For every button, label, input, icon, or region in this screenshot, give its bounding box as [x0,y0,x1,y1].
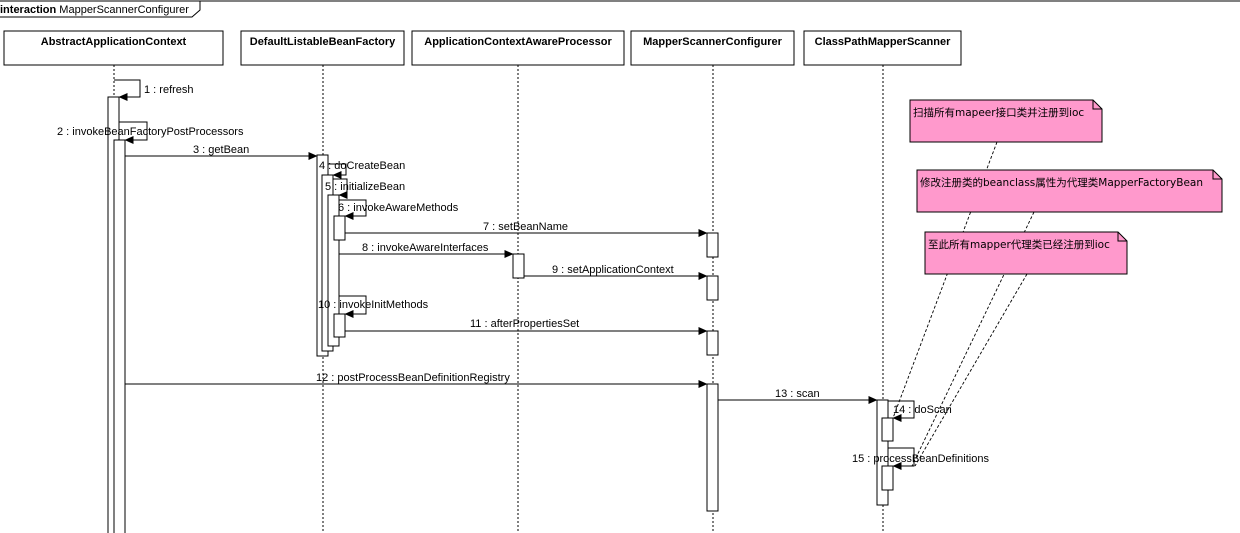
activation-bar [881,465,894,491]
message-arrows [114,79,915,470]
message-label-13: 13 : scan [775,388,820,400]
lifeline-class-path-mapper-scanner[interactable]: ClassPathMapperScanner [803,30,962,66]
note-2[interactable]: 修改注册类的beanclass属性为代理类MapperFactoryBean [916,169,1223,213]
message-labels: 1 : refresh 2 : invokeBeanFactoryPostPro… [57,84,989,465]
message-label-1: 1 : refresh [144,84,194,96]
activation-bar [706,232,719,258]
lifeline-mapper-scanner-configurer[interactable]: MapperScannerConfigurer [630,30,795,66]
activation-bar [327,194,340,347]
lifeline-label: ClassPathMapperScanner [815,36,951,48]
message-arrow-1 [114,79,141,101]
message-label-12: 12 : postProcessBeanDefinitionRegistry [316,372,510,384]
message-label-6: 6 : invokeAwareMethods [338,202,459,214]
activation-bar [876,399,889,506]
interaction-frame: interaction MapperScannerConfigurer [0,0,1240,18]
activation-bar [706,383,719,512]
activation-bar [113,139,126,533]
note-text: 扫描所有mapeer接口类并注册到ioc [913,106,1084,119]
message-arrow-2 [119,121,148,144]
message-arrow-14 [888,400,915,422]
activations [107,96,894,533]
lifeline-label: AbstractApplicationContext [41,36,187,48]
message-label-3: 3 : getBean [193,144,249,156]
activation-bar [706,275,719,301]
message-arrow-5 [333,178,348,199]
frame-label: interaction MapperScannerConfigurer [0,4,189,16]
activation-bar [333,215,346,241]
frame-keyword: interaction [0,4,57,16]
activation-bar [512,253,525,279]
lifeline-label: ApplicationContextAwareProcessor [424,36,612,48]
note-3[interactable]: 至此所有mapper代理类已经注册到ioc [924,231,1128,275]
message-label-9: 9 : setApplicationContext [552,264,674,276]
message-label-10: 10 : invokeInitMethods [318,299,429,311]
message-label-7: 7 : setBeanName [483,221,568,233]
message-label-4: 4 : doCreateBean [319,160,405,172]
lifeline-label: MapperScannerConfigurer [643,36,782,48]
message-arrow-10 [339,295,367,318]
activation-bar [706,330,719,356]
frame-name: MapperScannerConfigurer [59,4,189,16]
message-label-15: 15 : processBeanDefinitions [852,453,989,465]
message-arrow-4 [328,163,347,179]
lifeline-application-context-aware-processor[interactable]: ApplicationContextAwareProcessor [411,30,625,66]
message-arrow-6 [339,199,367,220]
message-label-8: 8 : invokeAwareInterfaces [362,242,489,254]
lifeline-label: DefaultListableBeanFactory [250,36,396,48]
note-1[interactable]: 扫描所有mapeer接口类并注册到ioc [909,99,1103,143]
lifeline-default-listable-bean-factory[interactable]: DefaultListableBeanFactory [240,30,405,66]
lifeline-abstract-application-context[interactable]: AbstractApplicationContext [3,30,224,66]
message-label-14: 14 : doScan [893,404,952,416]
activation-bar [333,313,346,338]
note-text: 至此所有mapper代理类已经注册到ioc [928,238,1110,251]
message-arrow-15 [888,447,915,470]
message-label-2: 2 : invokeBeanFactoryPostProcessors [57,126,244,138]
message-label-11: 11 : afterPropertiesSet [470,318,579,330]
activation-bar [881,417,894,442]
message-label-5: 5 : initializeBean [325,181,405,193]
note-text: 修改注册类的beanclass属性为代理类MapperFactoryBean [920,176,1203,189]
